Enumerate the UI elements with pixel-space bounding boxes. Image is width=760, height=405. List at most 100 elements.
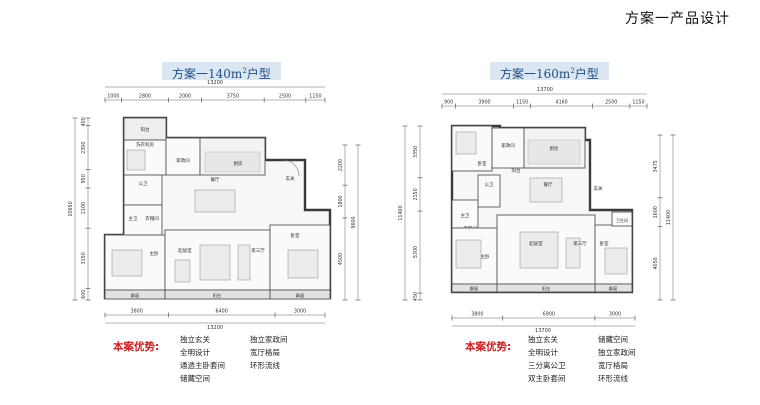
dim-140-bottom-label: 6400 (216, 309, 228, 315)
room-140-label: 厨房 (234, 160, 243, 167)
dim-140-left-label: 400 (81, 117, 87, 126)
furniture-160-kitchen-island (527, 139, 581, 165)
advantage-item: 双主卧套间 (528, 374, 566, 383)
advantage-item: 宽厅格局 (598, 361, 628, 370)
dim-140-left-label: 950 (81, 174, 87, 183)
dim-140-left-label: 2100 (81, 202, 87, 214)
plan-140-label: 方案一140m2户型 (162, 62, 281, 81)
dim-160-left-label: 2150 (413, 188, 419, 200)
room-140-label: 公卫 (139, 181, 148, 187)
room-160-label: 公卫 (485, 182, 494, 188)
dim-160-right-label: 1600 (653, 206, 659, 218)
room-160-label: 飘窗 (470, 285, 478, 292)
room-140-label: 主卧 (150, 250, 159, 257)
room-160-balcony-bottom-c (594, 283, 633, 293)
plan-140-label-area: 140m (208, 67, 243, 81)
page-title: 方案一产品设计 (625, 11, 730, 27)
advantage-item: 全明设计 (180, 348, 210, 357)
dim-160-bottom-label: 3000 (609, 312, 621, 318)
room-140-label: 卧室 (291, 232, 300, 239)
plan-160-advantages: 独立玄关储藏空间全明设计独立家政间三分离公卫宽厅格局双主卧套间环形流线 (528, 334, 668, 384)
furniture-140-master-bed (111, 249, 143, 277)
dim-160-left-total-label: 11400 (398, 205, 404, 220)
room-140-family-room (165, 137, 201, 176)
advantage-item: 独立玄关 (528, 335, 558, 344)
room-160-label: 玄关 (594, 185, 603, 192)
furniture-140-bed-small (126, 149, 146, 171)
advantage-item: 环形流线 (250, 361, 280, 370)
dim-140-left-label: 3150 (81, 252, 87, 264)
dim-160-bottom-label: 6900 (543, 312, 555, 318)
room-160-label: 阳台 (512, 167, 521, 174)
room-140-label: 第三厅 (251, 247, 265, 254)
plan-160-label-prefix: 方案一 (500, 67, 537, 81)
furniture-160-master-bed (455, 239, 482, 269)
room-140-label: 玄关 (286, 175, 295, 182)
plan-140-label-sup: 2 (242, 67, 247, 75)
room-160-label: 餐厅 (544, 181, 553, 188)
dim-140-top-label: 2500 (279, 94, 291, 100)
room-160-master-bath (451, 199, 479, 229)
room-160-label: 主卫 (461, 212, 470, 219)
dim-140-top-label: 2800 (139, 94, 151, 100)
room-140-label: 阳台 (213, 292, 221, 299)
dim-140-bottom-label: 3800 (131, 309, 143, 315)
advantage-item: 独立家政间 (598, 348, 636, 357)
dim-160-top-label: 2500 (605, 100, 617, 106)
room-160-public-bath (477, 174, 501, 208)
advantage-item: 储藏空间 (180, 374, 210, 383)
room-160-label: 厨房 (550, 145, 559, 152)
room-140-balcony-bottom-c (269, 289, 331, 300)
room-140-label: 主卫 (129, 215, 138, 222)
furniture-140-kitchen-island (204, 151, 261, 173)
room-160-label: 第三厅 (573, 240, 587, 247)
dim-160-bottom-total: 13700 (535, 328, 551, 334)
dim-140-right-total-label: 9600 (351, 216, 357, 228)
dim-140-top-label: 2000 (179, 94, 191, 100)
dim-140-bottom-label: 3000 (294, 309, 306, 315)
dim-140-bottom-total: 13200 (207, 325, 223, 331)
dim-160-top-label: 900 (444, 100, 453, 106)
room-160-label: 主卧 (481, 253, 490, 260)
advantage-item: 独立家政间 (250, 335, 288, 344)
furniture-160-bed-top (455, 131, 477, 155)
dim-160-left-label: 5300 (413, 246, 419, 258)
plan-160-label: 方案一160m2户型 (490, 62, 609, 81)
dim-140-right-label: 2200 (338, 159, 344, 171)
dim-160-top-label: 3900 (478, 100, 490, 106)
room-140-public-bath (123, 174, 163, 206)
room-160-label: 卫生间 (616, 217, 628, 223)
plan-160-label-area: 160m (536, 67, 571, 81)
dim-160-right-label: 3475 (653, 160, 659, 172)
room-160-bath2 (611, 211, 633, 227)
dim-140-left-label: 600 (81, 290, 87, 299)
furniture-160-bed3 (604, 247, 628, 275)
plan-160-label-sup: 2 (570, 67, 575, 75)
room-160-label: 阳台 (542, 285, 550, 292)
dim-140-left-total-label: 10650 (68, 201, 74, 216)
advantage-item: 储藏空间 (598, 335, 628, 344)
room-160-family-room (491, 127, 525, 169)
furniture-160-sofa-set (519, 231, 559, 269)
dim-140-top-label: 1000 (107, 94, 119, 100)
furniture-140-sofa-left (174, 259, 191, 283)
dim-160-right-total-label: 11400 (666, 210, 672, 225)
dim-160-left-label: 3350 (413, 146, 419, 158)
plan-140-advantages: 独立玄关独立家政间全明设计宽厅格局通透主卧套间环形流线储藏空间 (180, 334, 320, 384)
room-140-label: 洗衣机房 (136, 141, 154, 148)
dim-160-top-total: 13700 (537, 87, 553, 93)
door-140-entry-swing (282, 159, 300, 177)
plan-140-advantages-title: 本案优势: (113, 341, 160, 353)
dim-140-left-label: 2300 (81, 142, 87, 154)
room-140-label: 飘窗 (296, 292, 304, 299)
dim-160-left-label: 450 (413, 292, 419, 301)
dim-140-right-label: 4500 (338, 253, 344, 265)
room-140-label: 衣帽间 (145, 215, 159, 222)
plan-160-advantages-title: 本案优势: (465, 341, 512, 353)
furniture-140-coffee-table (199, 244, 231, 281)
room-160-label: 卧室 (600, 240, 609, 247)
room-140-label: 家政间 (176, 157, 190, 164)
advantage-item: 全明设计 (528, 348, 558, 357)
